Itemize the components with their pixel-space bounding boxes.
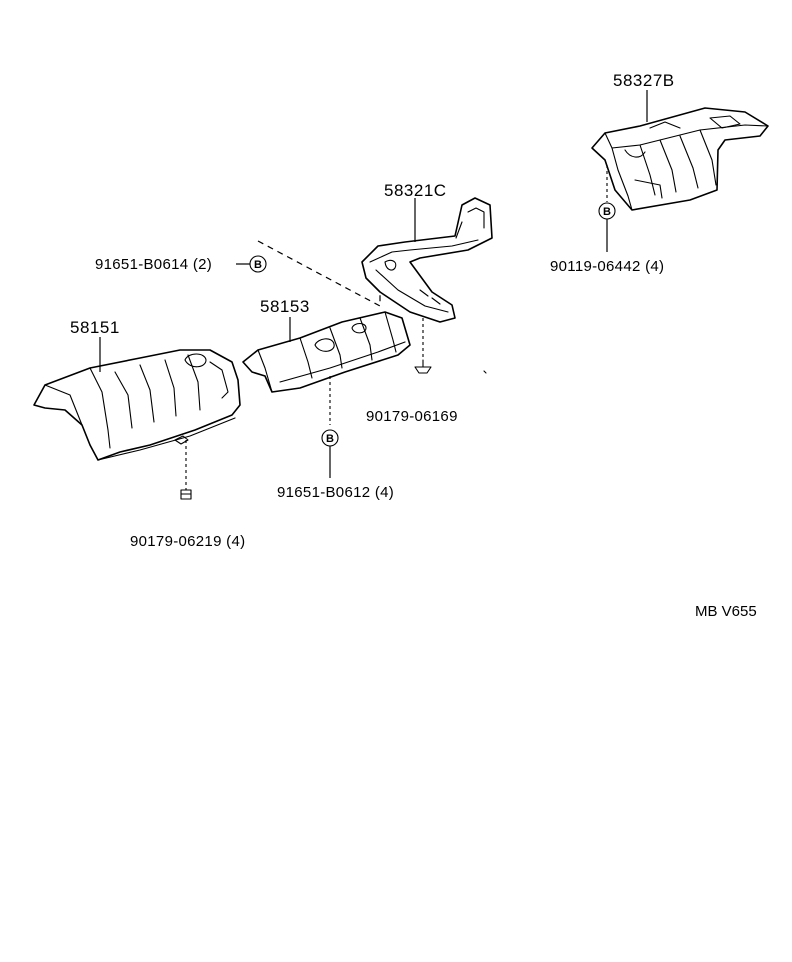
badge-b-06442: B <box>598 202 616 220</box>
stray-mark <box>483 370 487 374</box>
bolt-90179-06219-glyph[interactable] <box>180 489 192 500</box>
fastener-label-91651-b0614: 91651-B0614 (2) <box>95 256 212 273</box>
dash-b0614-to-bracket <box>257 240 381 307</box>
fastener-label-91651-b0612: 91651-B0612 (4) <box>277 484 394 501</box>
badge-letter: B <box>326 433 334 445</box>
badge-letter: B <box>603 206 611 218</box>
part-label-58151: 58151 <box>70 318 120 337</box>
badge-b-b0612: B <box>321 429 339 447</box>
fastener-label-90179-06169: 90179-06169 <box>366 408 458 425</box>
insulator-58327b[interactable] <box>591 107 769 211</box>
insulator-58151[interactable] <box>33 349 241 461</box>
catalog-code: MB V655 <box>695 603 757 620</box>
bracket-58321c[interactable] <box>361 197 493 323</box>
fastener-label-90179-06219: 90179-06219 (4) <box>130 533 245 550</box>
badge-b-b0614: B <box>249 255 267 273</box>
insulator-58153[interactable] <box>242 311 411 393</box>
fastener-label-90119-06442: 90119-06442 (4) <box>550 258 664 275</box>
bolt-90179-06169-glyph[interactable] <box>414 359 432 374</box>
badge-letter: B <box>254 259 262 271</box>
part-label-58153: 58153 <box>260 297 310 316</box>
part-label-58327b: 58327B <box>613 71 675 90</box>
part-label-58321c: 58321C <box>384 181 447 200</box>
